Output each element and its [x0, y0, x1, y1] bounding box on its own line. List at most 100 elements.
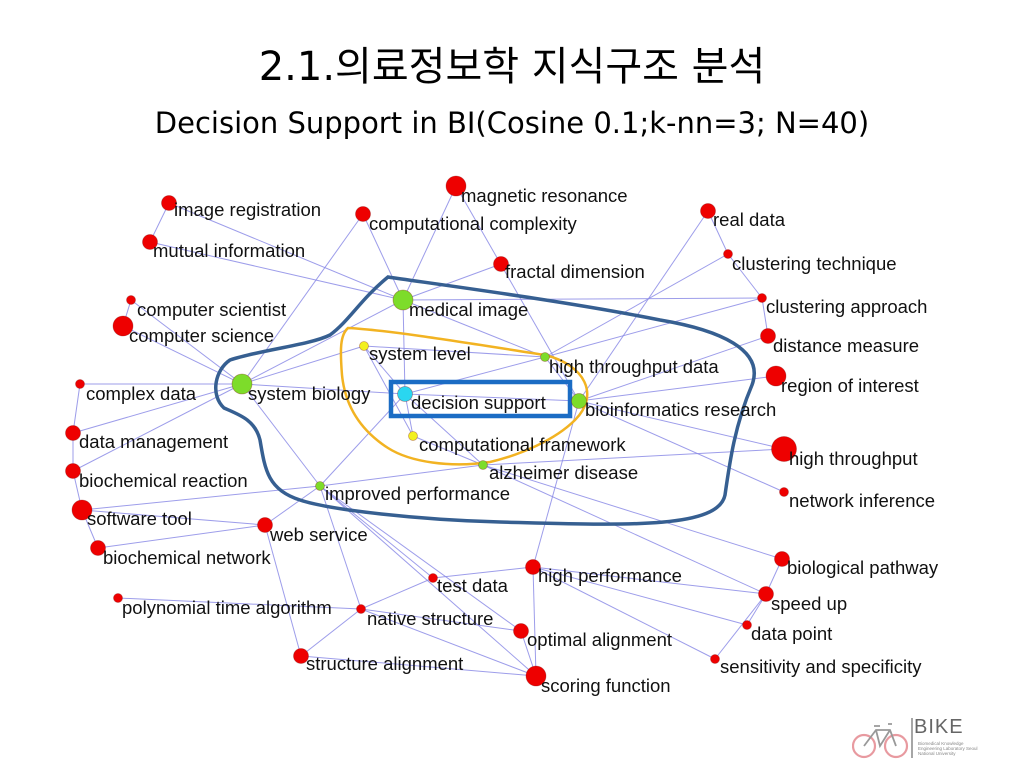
- node-dot-high-performance: [525, 559, 541, 575]
- node-real-data: real data: [700, 203, 786, 230]
- edge-alzheimer-disease-to-speed-up: [482, 464, 767, 595]
- edge-polynomial-time-algorithm-to-native-structure: [117, 597, 362, 610]
- node-label-system-level: system level: [369, 343, 471, 364]
- edge-bioinformatics-research-to-network-inference: [578, 400, 785, 493]
- edge-system-level-to-decision-support: [363, 345, 406, 395]
- node-label-sensitivity-and-specificity: sensitivity and specificity: [720, 656, 922, 677]
- node-alzheimer-disease: alzheimer disease: [478, 460, 638, 483]
- node-data-management: data management: [65, 425, 228, 452]
- node-label-clustering-approach: clustering approach: [766, 296, 927, 317]
- edge-mutual-information-to-medical-image: [149, 241, 404, 301]
- node-label-biochemical-network: biochemical network: [103, 547, 271, 568]
- node-dot-structure-alignment: [293, 648, 309, 664]
- node-bioinformatics-research: bioinformatics research: [571, 393, 776, 420]
- edge-system-biology-to-decision-support: [241, 383, 406, 395]
- node-computational-complexity: computational complexity: [355, 206, 577, 234]
- node-clustering-technique: clustering technique: [723, 249, 897, 274]
- edge-web-service-to-biochemical-network: [97, 524, 266, 549]
- node-network-inference: network inference: [779, 487, 935, 511]
- node-dot-web-service: [257, 517, 273, 533]
- node-dot-biochemical-network: [90, 540, 106, 556]
- node-dot-high-throughput-data: [540, 352, 550, 362]
- node-label-decision-support: decision support: [411, 392, 546, 413]
- node-clustering-approach: clustering approach: [757, 293, 927, 317]
- node-dot-data-management: [65, 425, 81, 441]
- edge-medical-image-to-decision-support: [402, 299, 406, 395]
- node-dot-improved-performance: [315, 481, 325, 491]
- node-dot-computational-complexity: [355, 206, 371, 222]
- node-dot-mutual-information: [142, 234, 158, 250]
- node-label-image-registration: image registration: [174, 199, 321, 220]
- node-label-region-of-interest: region of interest: [781, 375, 919, 396]
- node-dot-system-biology: [231, 373, 253, 395]
- edge-medical-image-to-high-throughput-data: [402, 299, 546, 358]
- node-mutual-information: mutual information: [142, 234, 305, 261]
- node-improved-performance: improved performance: [315, 481, 510, 504]
- node-label-complex-data: complex data: [86, 383, 197, 404]
- node-complex-data: complex data: [75, 379, 197, 404]
- edge-computational-complexity-to-medical-image: [362, 213, 404, 301]
- node-dot-data-point: [742, 620, 752, 630]
- node-label-distance-measure: distance measure: [773, 335, 919, 356]
- node-dot-clustering-approach: [757, 293, 767, 303]
- node-software-tool: software tool: [71, 499, 192, 529]
- node-biological-pathway: biological pathway: [774, 551, 939, 578]
- slide-title: 2.1.의료정보학 지식구조 분석: [258, 44, 766, 90]
- node-dot-network-inference: [779, 487, 789, 497]
- edge-speed-up-to-sensitivity-and-specificity: [714, 593, 767, 660]
- edge-clustering-approach-to-high-throughput-data: [544, 297, 763, 358]
- node-label-software-tool: software tool: [87, 508, 192, 529]
- node-medical-image: medical image: [392, 289, 528, 320]
- node-label-biological-pathway: biological pathway: [787, 557, 939, 578]
- node-system-biology: system biology: [231, 373, 371, 404]
- edge-computational-complexity-to-system-biology: [241, 213, 364, 385]
- node-dot-software-tool: [71, 499, 93, 521]
- node-structure-alignment: structure alignment: [293, 648, 463, 674]
- bicycle-icon: [852, 718, 913, 759]
- edge-improved-performance-to-scoring-function: [319, 485, 537, 677]
- edge-improved-performance-to-test-data: [319, 485, 434, 579]
- node-dot-test-data: [428, 573, 438, 583]
- inner-cluster-outline: [339, 326, 589, 466]
- edge-system-biology-to-biochemical-reaction: [72, 383, 243, 472]
- node-biochemical-network: biochemical network: [90, 540, 271, 568]
- edge-web-service-to-structure-alignment: [264, 524, 302, 657]
- node-label-magnetic-resonance: magnetic resonance: [461, 185, 628, 206]
- edge-complex-data-to-data-management: [72, 383, 81, 434]
- node-label-polynomial-time-algorithm: polynomial time algorithm: [122, 597, 332, 618]
- node-label-test-data: test data: [437, 575, 509, 596]
- edge-system-biology-to-improved-performance: [241, 383, 321, 487]
- nodes-layer: image registration mutual information magn…: [65, 175, 939, 696]
- node-biochemical-reaction: biochemical reaction: [65, 463, 248, 491]
- node-dot-magnetic-resonance: [445, 175, 467, 197]
- node-region-of-interest: region of interest: [765, 365, 919, 396]
- edge-magnetic-resonance-to-bioinformatics-research: [455, 185, 580, 402]
- node-web-service: web service: [257, 517, 368, 545]
- node-label-real-data: real data: [713, 209, 786, 230]
- node-label-computational-framework: computational framework: [419, 434, 626, 455]
- edge-system-level-to-computational-framework: [363, 345, 414, 437]
- node-label-medical-image: medical image: [409, 299, 528, 320]
- node-computer-scientist: computer scientist: [126, 295, 286, 320]
- edge-native-structure-to-structure-alignment: [300, 608, 362, 657]
- node-label-alzheimer-disease: alzheimer disease: [489, 462, 638, 483]
- node-dot-computational-framework: [408, 431, 418, 441]
- edge-structure-alignment-to-scoring-function: [300, 655, 537, 677]
- node-dot-image-registration: [161, 195, 177, 211]
- node-label-fractal-dimension: fractal dimension: [505, 261, 645, 282]
- edge-alzheimer-disease-to-biological-pathway: [482, 464, 783, 560]
- node-dot-alzheimer-disease: [478, 460, 488, 470]
- node-dot-computer-scientist: [126, 295, 136, 305]
- node-label-bioinformatics-research: bioinformatics research: [585, 399, 776, 420]
- node-label-native-structure: native structure: [367, 608, 493, 629]
- node-data-point: data point: [742, 620, 832, 644]
- logo-subtitle: Biomedical Knowledge Engineering Laborat…: [918, 741, 978, 756]
- focus-box: [388, 379, 573, 419]
- node-dot-medical-image: [392, 289, 414, 311]
- node-native-structure: native structure: [356, 604, 493, 629]
- edge-clustering-technique-to-high-throughput-data: [544, 253, 729, 358]
- edge-system-biology-to-data-management: [72, 383, 243, 434]
- node-label-network-inference: network inference: [789, 490, 935, 511]
- slide-subtitle: Decision Support in BI(Cosine 0.1;k-nn=3…: [154, 106, 870, 140]
